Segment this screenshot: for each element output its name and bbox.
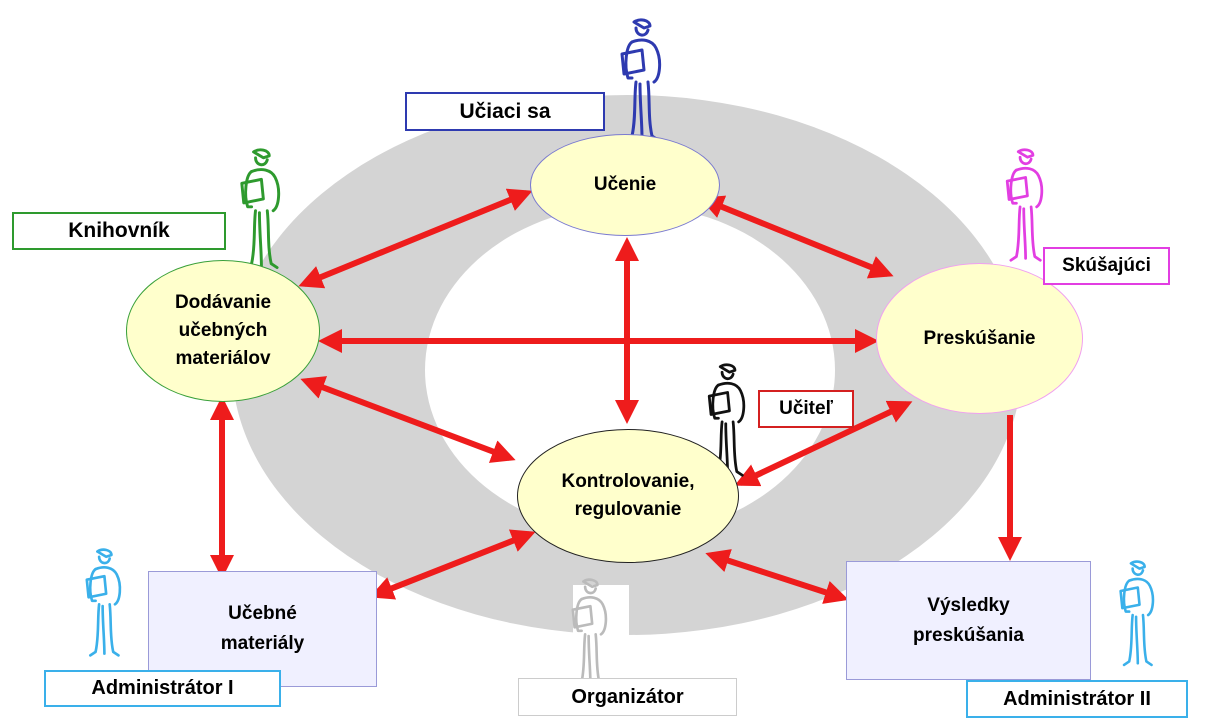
process-control: Kontrolovanie, regulovanie [517, 429, 739, 563]
role-admin2-label: Administrátor II [1003, 687, 1151, 710]
role-teacher-label: Učiteľ [779, 398, 833, 419]
arrows [210, 188, 1022, 604]
role-admin2: Administrátor II [966, 680, 1188, 718]
role-librarian: Knihovník [12, 212, 226, 250]
role-organizer-label: Organizátor [571, 685, 684, 708]
process-supply: Dodávanie učebných materiálov [126, 260, 320, 402]
process-learning: Učenie [530, 134, 720, 236]
teacher-figure-icon [707, 363, 746, 477]
process-learning-label: Učenie [593, 174, 657, 195]
admin1-figure-icon [85, 548, 122, 657]
arrow-supply-control [300, 376, 516, 463]
role-examiner-label: Skúšajúci [1062, 255, 1151, 276]
ring-gap [573, 585, 629, 645]
role-learner-label: Učiaci sa [459, 99, 551, 123]
process-control-label: Kontrolovanie, regulovanie [561, 471, 695, 520]
role-learner: Učiaci sa [405, 92, 605, 131]
process-exam-label: Preskúšanie [923, 327, 1036, 349]
arrow-exam-control [734, 400, 913, 487]
process-exam: Preskúšanie [876, 263, 1083, 414]
role-organizer: Organizátor [518, 678, 737, 716]
role-admin1-label: Administrátor I [91, 677, 234, 699]
admin2-figure-icon [1119, 560, 1155, 667]
librarian-figure-icon [240, 148, 281, 270]
examiner-figure-icon [1005, 148, 1044, 262]
role-librarian-label: Knihovník [68, 219, 170, 242]
role-teacher: Učiteľ [758, 390, 854, 428]
role-admin1: Administrátor I [44, 670, 281, 707]
panel-materials-label: Učebné materiály [220, 603, 305, 654]
panel-results: Výsledky preskúšania [846, 561, 1091, 680]
arrow-control-results [705, 549, 849, 604]
panel-results-label: Výsledky preskúšania [913, 594, 1024, 646]
role-examiner: Skúšajúci [1043, 247, 1170, 285]
arrow-learning-supply [298, 188, 533, 289]
arrow-control-materials [369, 529, 536, 600]
panel-materials: Učebné materiály [148, 571, 377, 687]
arrow-learning-exam [699, 195, 894, 279]
process-supply-label: Dodávanie učebných materiálov [174, 292, 272, 369]
